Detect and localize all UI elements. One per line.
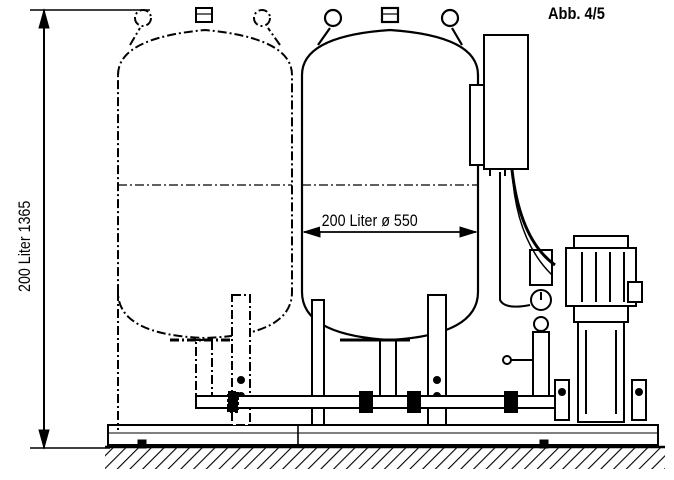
figure-number: Abb. 4/5 xyxy=(548,4,605,23)
base-frame xyxy=(107,424,659,446)
piping xyxy=(170,338,557,413)
frame-feet xyxy=(137,439,549,449)
pump-unit xyxy=(554,235,647,423)
diameter-dimension-label: 200 Liter ø 550 xyxy=(320,211,420,231)
height-dimension-line xyxy=(30,8,150,450)
tank-supports xyxy=(231,294,447,426)
main-tank xyxy=(300,6,480,342)
floor xyxy=(105,445,665,469)
control-box xyxy=(469,34,556,308)
optional-tank-left-fittings xyxy=(195,7,213,23)
diameter-dimension-line xyxy=(302,226,478,238)
manometer xyxy=(502,249,553,397)
height-dimension-label: 200 Liter 1365 xyxy=(15,200,34,292)
optional-tank-left xyxy=(117,9,293,430)
